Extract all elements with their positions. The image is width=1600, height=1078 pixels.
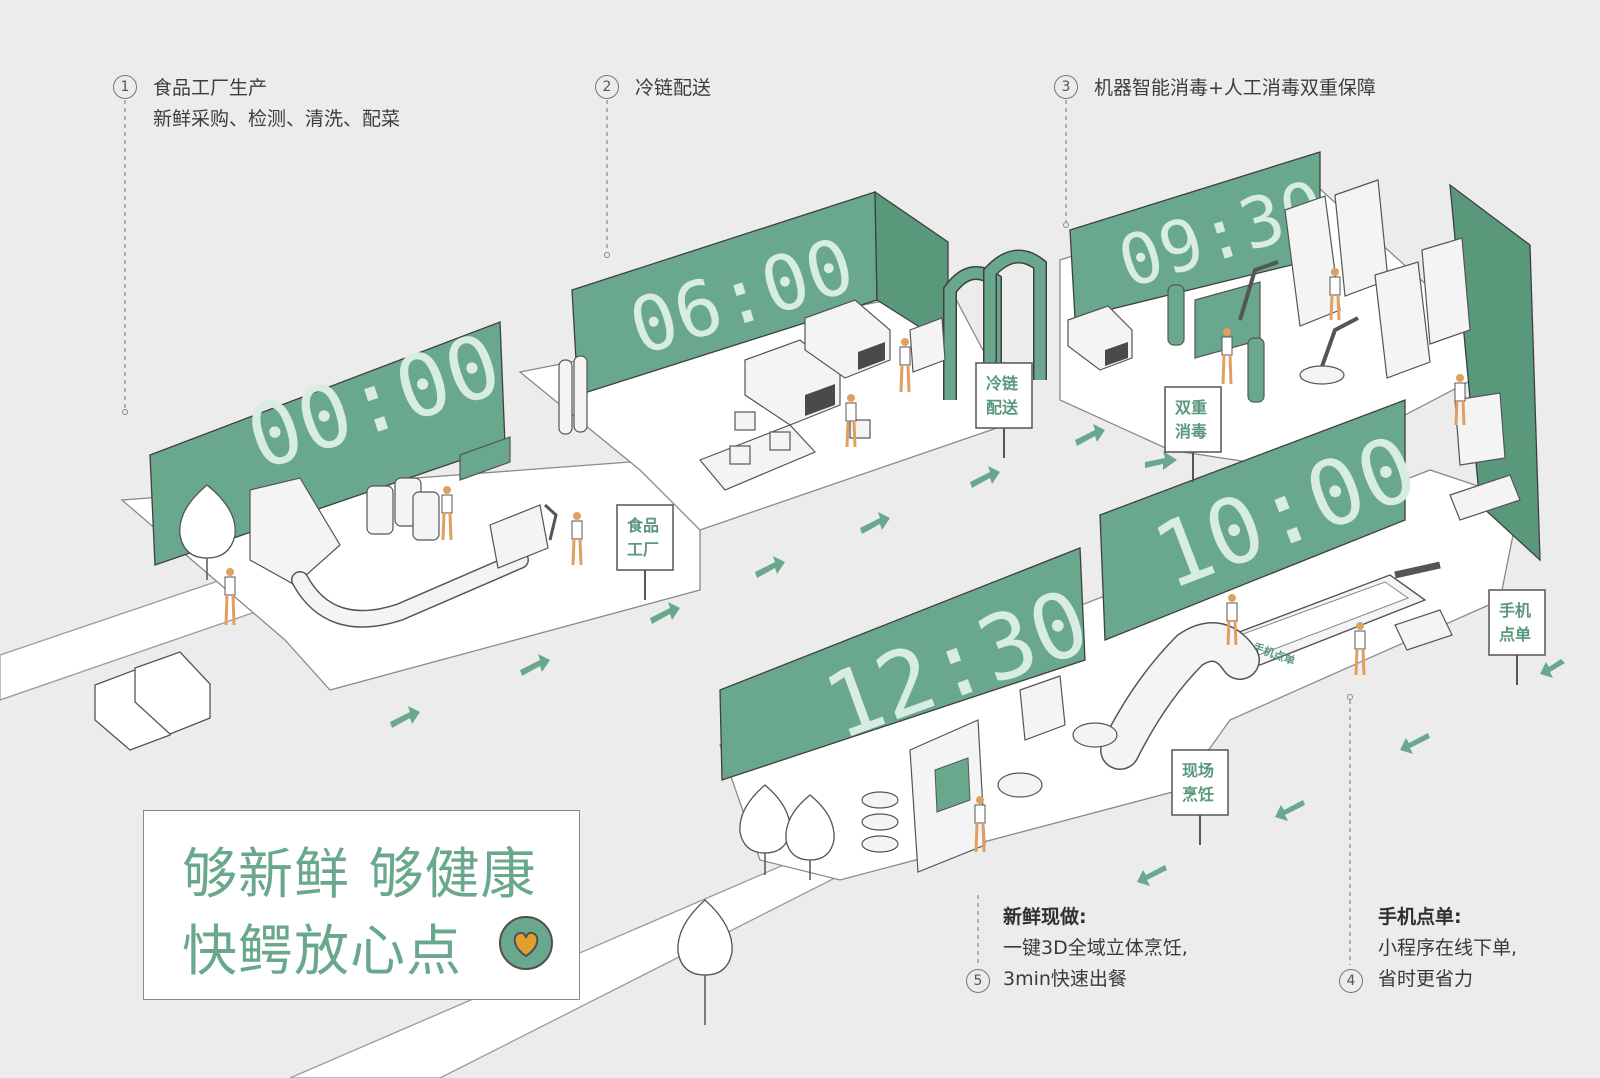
slogan-line1: 够新鲜 够健康 [182, 842, 537, 906]
note-cooking: 新鲜现做: 一键3D全域立体烹饪, 3min快速出餐 [1003, 902, 1188, 995]
order-machine [1449, 474, 1521, 521]
sign-cooking-line1: 现场 [1182, 761, 1214, 780]
customer-3 [974, 796, 986, 853]
customer-1 [1226, 594, 1238, 646]
truck-2-icon [804, 299, 891, 379]
sign-disinfect [1164, 386, 1222, 453]
sign-coldchain [975, 362, 1033, 429]
sign-disinfect-line1: 双重 [1175, 398, 1207, 417]
worker-4 [845, 394, 857, 448]
slogan-box: 够新鲜 够健康 快鳄放心点 [143, 810, 580, 1000]
box-3 [729, 445, 751, 465]
curved-conveyor-inner [292, 552, 528, 627]
truck-icon [744, 339, 841, 426]
note-phone-title: 手机点单: [1378, 906, 1462, 928]
worker-3 [571, 512, 583, 566]
wall-1230 [719, 547, 1086, 781]
note-phone-line1: 小程序在线下单, [1378, 937, 1518, 959]
customer-2 [1354, 622, 1366, 676]
sign-factory-line2: 工厂 [627, 540, 659, 559]
note-phone: 手机点单: 小程序在线下单, 省时更省力 [1378, 902, 1517, 995]
worker-8 [1454, 374, 1466, 426]
wash-unit [489, 504, 549, 569]
robot-base-2 [1299, 365, 1345, 385]
uv-lamp-1 [1167, 284, 1185, 346]
callout-disinfect-title: 机器智能消毒+人工消毒双重保障 [1094, 77, 1376, 99]
van-2 [134, 651, 211, 735]
cabinet-3 [1374, 261, 1431, 379]
worker-2 [441, 486, 453, 541]
robot-arm-icon [543, 503, 558, 541]
worker-7 [1329, 268, 1341, 321]
callout-number-4: 4 [1339, 969, 1363, 993]
wok-1 [997, 772, 1043, 798]
box-1 [734, 411, 756, 431]
robot-arm-2-icon [1318, 316, 1359, 373]
note-cooking-line2: 3min快速出餐 [1003, 968, 1127, 990]
sign-phone-order [1488, 589, 1546, 656]
sign-phone-line1: 手机 [1499, 601, 1531, 620]
sign-factory-line1: 食品 [626, 516, 659, 535]
leader-2-dot [604, 252, 610, 258]
tree-3-icon [785, 794, 835, 880]
heart-icon [499, 916, 553, 970]
box-2 [769, 431, 791, 451]
control-panel [1394, 609, 1453, 651]
uv-lamp-2 [1247, 337, 1265, 403]
worker-1 [224, 568, 236, 626]
gas-cylinder-1 [558, 359, 573, 435]
sign-cooking [1171, 749, 1229, 816]
arch-2-fill [984, 251, 1046, 390]
conveyor-machine [249, 477, 341, 586]
cooking-machine [1019, 675, 1066, 741]
callout-factory-desc: 新鲜采购、检测、清洗、配菜 [153, 108, 401, 130]
order-pipe [1394, 561, 1441, 579]
callout-factory-title: 食品工厂生产 [153, 77, 268, 99]
arrow-icon [390, 424, 1565, 886]
kiosk-terminal [909, 317, 946, 373]
sign-coldchain-line2: 配送 [986, 398, 1019, 417]
callout-number-3: 3 [1054, 75, 1078, 99]
tank-1 [366, 485, 394, 535]
callout-number-1: 1 [113, 75, 137, 99]
leader-1-dot [122, 409, 128, 415]
tree-4-icon [677, 899, 733, 1025]
slogan-line2: 快鳄放心点 [182, 919, 463, 983]
bowl-2 [861, 813, 899, 831]
sign-coldchain-line1: 冷链 [986, 374, 1019, 393]
note-cooking-title: 新鲜现做: [1003, 906, 1087, 928]
sign-disinfect-line2: 消毒 [1175, 422, 1207, 441]
worker-5 [899, 338, 911, 393]
bowl-3 [861, 835, 899, 853]
worker-6 [1221, 328, 1233, 385]
tree-2-icon [739, 784, 791, 875]
wall-1000 [1099, 399, 1406, 641]
robot-arm-1-icon [1238, 260, 1279, 321]
callout-coldchain-title: 冷链配送 [635, 77, 712, 99]
truck-3-icon [1067, 305, 1133, 371]
bowl-1 [861, 791, 899, 809]
note-cooking-line1: 一键3D全域立体烹饪, [1003, 937, 1188, 959]
gas-cylinder-2 [573, 355, 588, 433]
leader-3-dot [1063, 222, 1069, 228]
tank-3 [412, 491, 440, 541]
callout-number-2: 2 [595, 75, 619, 99]
sign-factory [616, 504, 674, 571]
wavy-conveyor-inner [1101, 623, 1259, 769]
callout-number-5: 5 [966, 969, 990, 993]
tree-icon [179, 484, 236, 580]
inspection-screen [459, 436, 511, 481]
wok-2 [1072, 722, 1118, 748]
leader-4-dot [1347, 694, 1353, 700]
sign-phone-line2: 点单 [1499, 625, 1531, 644]
vending-screen [934, 757, 971, 813]
info-board [1454, 392, 1506, 466]
note-phone-line2: 省时更省力 [1378, 968, 1474, 990]
callout-factory-text: 食品工厂生产 新鲜采购、检测、清洗、配菜 [153, 73, 400, 135]
sign-cooking-line2: 烹饪 [1182, 785, 1214, 804]
cabinet-4 [1421, 237, 1471, 345]
